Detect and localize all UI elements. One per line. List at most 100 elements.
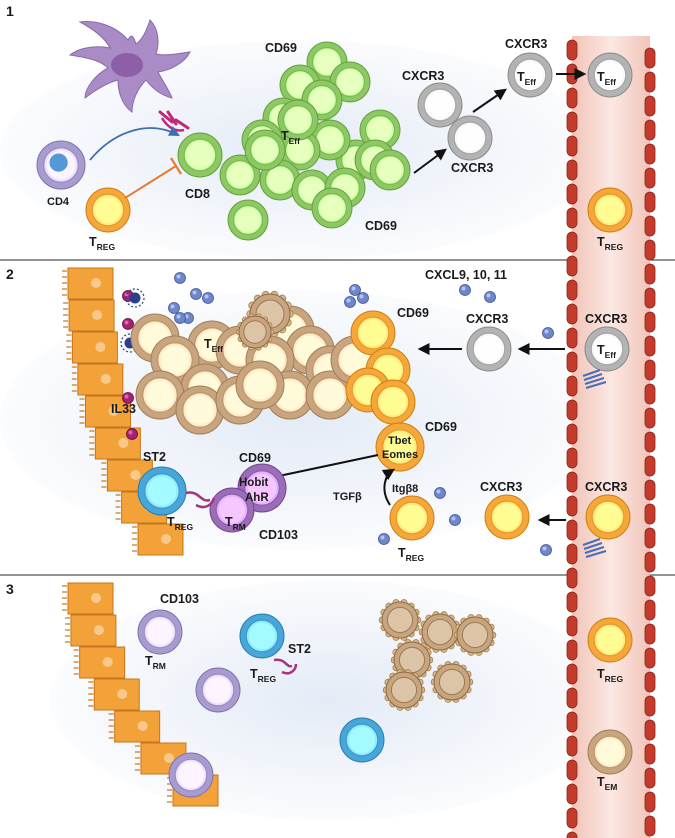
vessel-wall-cell xyxy=(566,327,578,349)
chemokine-dot xyxy=(449,514,461,526)
treg-cell-vessel xyxy=(587,187,633,233)
epithelial-cell xyxy=(79,395,131,428)
tem-label: TEM xyxy=(597,775,617,792)
treg-cell-p3 xyxy=(239,613,285,659)
cd4-cell-body xyxy=(36,140,86,190)
residual-tumor-cell xyxy=(378,599,422,641)
chemokine-dot xyxy=(344,296,356,308)
vessel-wall-cell xyxy=(566,519,578,541)
migration-arrow-2 xyxy=(472,88,507,113)
epithelial-cell xyxy=(62,267,114,300)
vessel-wall-cell xyxy=(644,263,656,285)
vessel-wall-cell xyxy=(644,647,656,669)
vessel-wall-cell xyxy=(566,111,578,133)
il33-granule xyxy=(125,288,145,308)
residual-tumor-cell xyxy=(390,639,434,681)
blood-vessel xyxy=(566,36,656,838)
cxcr3-orange-cell xyxy=(484,494,631,540)
st2-treg-body xyxy=(137,466,187,516)
vessel-wall-cell xyxy=(644,311,656,333)
vessel-wall-cell xyxy=(644,575,656,597)
inhibition-bar xyxy=(170,157,182,175)
cxcr3-cell-vessel xyxy=(587,52,633,98)
cd103-label-p2: CD103 xyxy=(259,528,298,542)
teff-cell xyxy=(359,109,401,151)
cd69-label-p2: CD69 xyxy=(397,306,429,320)
teff-tumor-cluster xyxy=(130,290,416,435)
treg-cell-1 xyxy=(85,187,131,233)
dendritic-cell xyxy=(68,19,191,113)
teff-cell xyxy=(329,61,371,103)
vessel-wall-cell xyxy=(644,743,656,765)
teff-cell xyxy=(259,159,301,201)
trm-label-p2: TRM xyxy=(225,515,246,532)
treg-cell-vessel-p3 xyxy=(587,617,633,663)
treg-cell-body-p2 xyxy=(389,495,435,541)
cxcr3-label-vessel-1: CXCR3 xyxy=(585,312,627,326)
il33-dot xyxy=(122,392,134,404)
treg-cell-p3-b xyxy=(339,717,385,763)
vessel-wall-cell xyxy=(644,431,656,453)
epithelial-cell xyxy=(88,678,140,711)
chemokine-dot xyxy=(174,272,186,284)
residual-tumor-cell xyxy=(453,614,497,656)
teff-cell xyxy=(369,149,411,191)
treg-label-vessel-1: TREG xyxy=(597,235,623,252)
chemokine-dot xyxy=(459,284,471,296)
cd8-label: CD8 xyxy=(185,187,210,201)
teff-label-vessel: TEff xyxy=(597,70,616,87)
cxcr3-label-2: CXCR3 xyxy=(451,161,493,175)
epithelium-panel-2 xyxy=(62,267,184,556)
vessel-wall-cell xyxy=(644,215,656,237)
epithelial-cell xyxy=(66,331,118,364)
ahr-label: AhR xyxy=(245,492,269,504)
vessel-wall-cell xyxy=(566,447,578,469)
vessel-wall-cell xyxy=(644,359,656,381)
vessel-wall-cell xyxy=(644,767,656,789)
vessel-wall-cell xyxy=(644,815,656,837)
cxcr3-teff-cells xyxy=(417,52,633,233)
trm-cell-p2 xyxy=(209,463,287,533)
epithelial-cell xyxy=(108,710,161,743)
chemokine-dot xyxy=(378,533,390,545)
cd8-cell-body xyxy=(177,132,223,178)
st2-receptor-p2 xyxy=(185,491,216,509)
itgb8-label: Itgβ8 xyxy=(392,483,418,495)
vessel-wall-cell xyxy=(644,71,656,93)
vessel-wall-cell xyxy=(644,479,656,501)
teff-label-cluster: TEff xyxy=(281,129,300,146)
panel-number-1: 1 xyxy=(6,3,14,19)
cxcr3-label-p2: CXCR3 xyxy=(466,312,508,326)
epithelial-cell xyxy=(62,582,114,615)
teff-tan-cell xyxy=(305,370,355,420)
teff-label-p2: TEff xyxy=(204,337,223,354)
chemokine-dot xyxy=(540,544,552,556)
vessel-wall-cell xyxy=(566,591,578,613)
vessel-wall-cell xyxy=(566,351,578,373)
tbet-cell-body xyxy=(375,422,425,472)
vessel-wall-cell xyxy=(566,615,578,637)
vessel-wall-cell xyxy=(566,399,578,421)
trm-cell-body-1 xyxy=(237,463,287,513)
vessel-wall-cell xyxy=(566,543,578,565)
vessel-wall-cell xyxy=(644,791,656,813)
st2-treg-cell-p2 xyxy=(137,466,187,516)
vessel-wall-cell xyxy=(566,495,578,517)
vessel-wall-cell xyxy=(644,407,656,429)
vessel-wall-cell xyxy=(566,687,578,709)
trm-cell-body-2 xyxy=(209,487,255,533)
panel-number-2: 2 xyxy=(6,266,14,282)
teff-cell xyxy=(219,154,261,196)
chemokine-dot xyxy=(168,302,180,314)
tem-cell-vessel xyxy=(587,729,633,775)
cd4-label: CD4 xyxy=(47,196,70,208)
cxcr3-cell-vessel-p2 xyxy=(584,326,630,372)
vessel-wall-cell xyxy=(566,471,578,493)
chemokine-dot xyxy=(174,312,186,324)
cd69-orange-cell xyxy=(350,310,396,356)
epithelial-cell xyxy=(73,646,126,679)
vessel-wall-cell xyxy=(566,255,578,277)
vessel-wall-cell xyxy=(566,183,578,205)
il33-dot xyxy=(122,318,134,330)
cxcr3-cell-p2 xyxy=(466,326,512,372)
